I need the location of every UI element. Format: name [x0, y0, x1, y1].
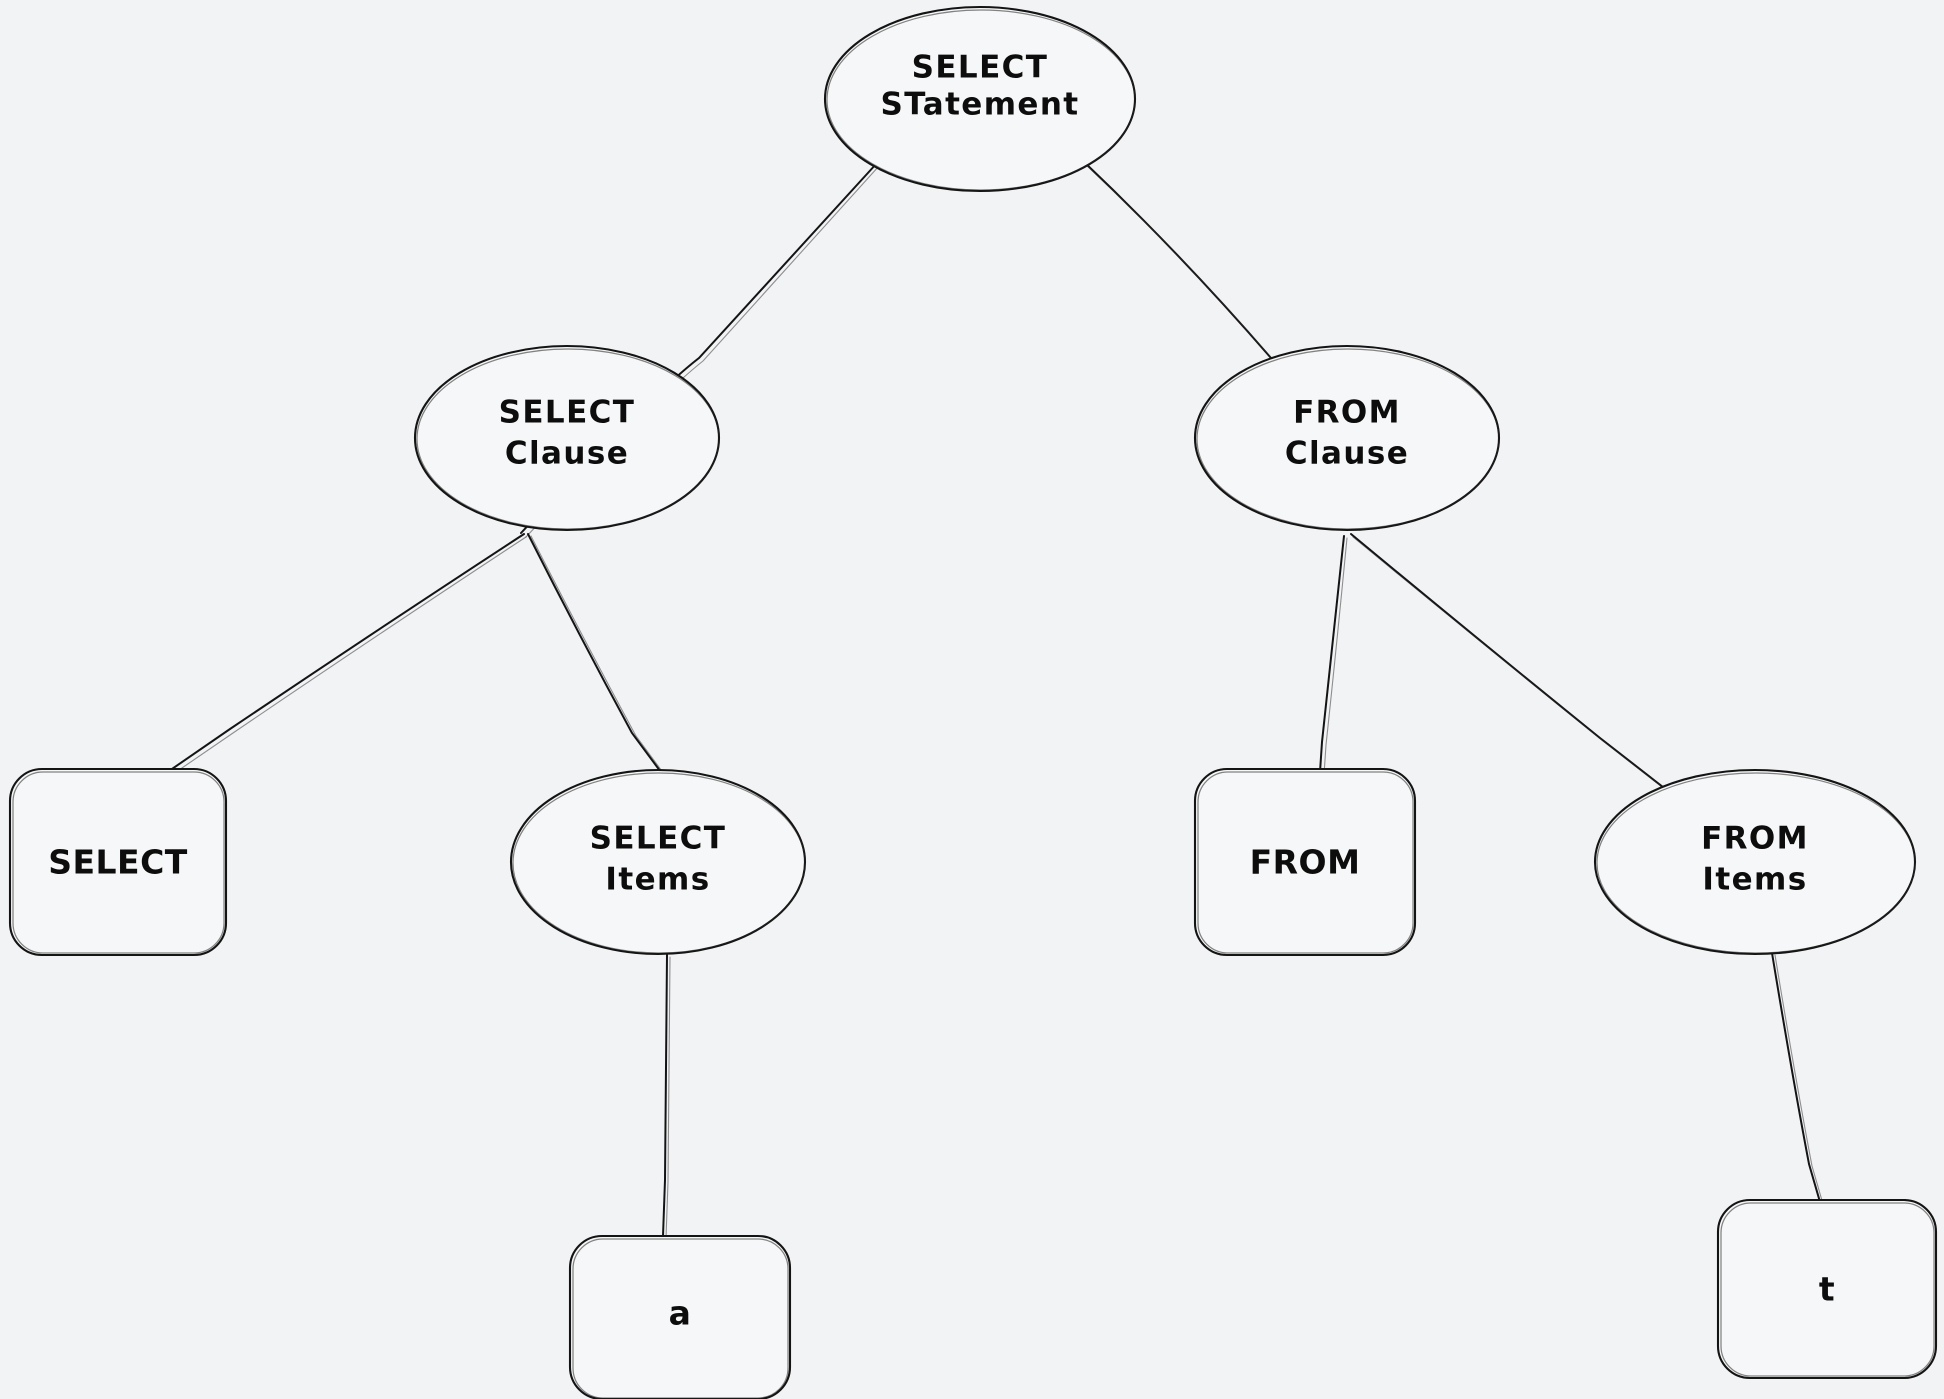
edge-layer: [139, 159, 1824, 1239]
edge-select-clause-select-terminal: [139, 533, 527, 795]
select-items-label-line2: Items: [605, 862, 710, 898]
node-layer: SELECT STatement SELECT Clause FROM Clau…: [8, 5, 1938, 1399]
select-clause-label-line1: SELECT: [499, 395, 636, 431]
from-clause-label-line1: FROM: [1293, 395, 1401, 431]
from-items-label-line1: FROM: [1701, 821, 1809, 857]
table-t-rect[interactable]: [1716, 1198, 1938, 1380]
node-select-statement[interactable]: SELECT STatement: [823, 5, 1137, 193]
node-select-terminal[interactable]: SELECT: [8, 767, 228, 957]
node-table-t[interactable]: t: [1716, 1198, 1938, 1380]
select-statement-ellipse-sketch: [826, 9, 1136, 191]
edge-from-clause-from-items: [1350, 533, 1699, 816]
node-from-clause[interactable]: FROM Clause: [1193, 344, 1501, 532]
edge-from-clause-from-terminal: [1316, 535, 1348, 821]
select-items-label-line1: SELECT: [590, 821, 727, 857]
node-column-a[interactable]: a: [568, 1234, 792, 1399]
from-clause-label-line2: Clause: [1285, 436, 1409, 472]
select-statement-label-line1: SELECT: [912, 50, 1049, 86]
from-items-ellipse-sketch: [1596, 772, 1916, 954]
from-terminal-rect[interactable]: [1193, 767, 1417, 957]
select-statement-label-line2: STatement: [880, 87, 1079, 123]
column-a-label: a: [669, 1294, 692, 1333]
node-from-terminal[interactable]: FROM: [1193, 767, 1417, 957]
from-terminal-label: FROM: [1250, 843, 1361, 882]
edge-root-from-clause: [1081, 159, 1348, 447]
select-items-ellipse-sketch: [512, 772, 806, 954]
select-clause-ellipse-sketch: [416, 348, 720, 530]
from-items-label-line2: Items: [1702, 862, 1807, 898]
edge-select-items-column-a: [662, 954, 671, 1239]
edge-from-items-table-t: [1771, 952, 1824, 1205]
select-terminal-rect-sketch: [12, 771, 225, 954]
node-from-items[interactable]: FROM Items: [1593, 768, 1917, 956]
from-terminal-rect-sketch: [1197, 771, 1414, 954]
edge-select-clause-select-items: [527, 533, 691, 810]
select-clause-label-line2: Clause: [505, 436, 629, 472]
column-a-rect[interactable]: [568, 1234, 792, 1399]
from-clause-ellipse-sketch: [1196, 348, 1500, 530]
select-terminal-rect[interactable]: [8, 767, 228, 957]
node-select-clause[interactable]: SELECT Clause: [413, 344, 721, 532]
table-t-label: t: [1819, 1270, 1835, 1309]
column-a-rect-sketch: [572, 1238, 789, 1399]
table-t-rect-sketch: [1720, 1202, 1935, 1377]
select-terminal-label: SELECT: [48, 843, 188, 882]
node-select-items[interactable]: SELECT Items: [509, 768, 807, 956]
